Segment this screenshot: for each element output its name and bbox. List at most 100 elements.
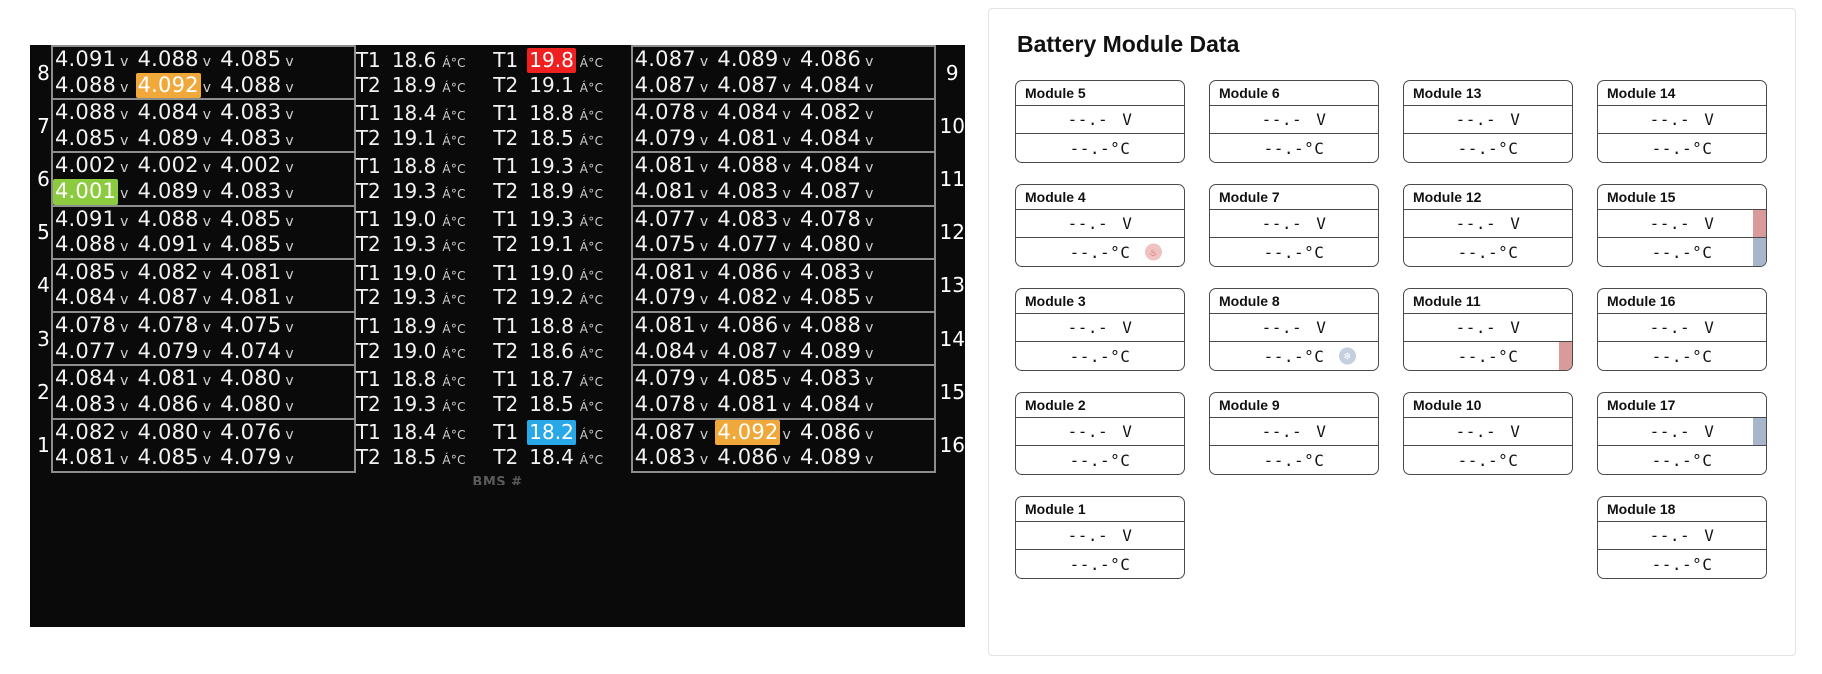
temp-unit: Á°C bbox=[579, 109, 604, 124]
module-card[interactable]: Module 10--.-V--.-°C bbox=[1403, 392, 1573, 475]
module-card[interactable]: Module 8--.-V--.-°C❄ bbox=[1209, 288, 1379, 371]
module-temp-value: --.- bbox=[1457, 242, 1499, 262]
cell-voltage-value: 4.085 bbox=[55, 125, 117, 150]
module-temp-unit: °C bbox=[1110, 242, 1131, 262]
voltage-unit: v bbox=[865, 132, 874, 149]
module-temp-row: --.-°C bbox=[1404, 342, 1572, 370]
module-temp-value: --.- bbox=[1651, 346, 1693, 366]
voltage-unit: v bbox=[699, 160, 709, 177]
module-card[interactable]: Module 12--.-V--.-°C bbox=[1403, 184, 1573, 267]
temp-unit: Á°C bbox=[579, 321, 604, 336]
module-card[interactable]: Module 13--.-V--.-°C bbox=[1403, 80, 1573, 163]
cell-voltage-value: 4.087 bbox=[634, 419, 696, 444]
cell-voltage-value: 4.092 bbox=[135, 72, 201, 99]
module-voltage-unit: V bbox=[1122, 422, 1133, 441]
module-temp-value: --.- bbox=[1651, 450, 1693, 470]
module-title: Module 12 bbox=[1404, 185, 1572, 210]
row-number-right: 16 bbox=[939, 433, 965, 458]
temp-sensor-label: T2 bbox=[493, 445, 519, 470]
module-card[interactable]: Module 1--.-V--.-°C bbox=[1015, 496, 1185, 579]
module-temp-unit: °C bbox=[1692, 450, 1713, 470]
module-card[interactable]: Module 11--.-V--.-°C bbox=[1403, 288, 1573, 371]
cell-voltage-value: 4.080 bbox=[799, 232, 862, 257]
module-temp-value: --.- bbox=[1069, 450, 1111, 470]
temp-sensor-label: T1 bbox=[493, 367, 519, 392]
voltage-unit: v bbox=[699, 79, 709, 96]
temp-unit: Á°C bbox=[442, 240, 466, 255]
cell-voltage-value: 4.086 bbox=[137, 391, 199, 416]
module-card[interactable]: Module 3--.-V--.-°C bbox=[1015, 288, 1185, 371]
module-card[interactable]: Module 4--.-V--.-°C♨ bbox=[1015, 184, 1185, 267]
voltage-unit: v bbox=[782, 79, 791, 96]
cell-voltage-value: 4.087 bbox=[137, 285, 199, 310]
cell-voltage-value: 4.088 bbox=[717, 153, 779, 178]
module-temp-row: --.-°C bbox=[1598, 342, 1766, 370]
module-card[interactable]: Module 2--.-V--.-°C bbox=[1015, 392, 1185, 475]
cell-voltage-value: 4.083 bbox=[717, 179, 779, 204]
module-title: Module 8 bbox=[1210, 289, 1378, 314]
temp-value: 18.6 bbox=[391, 47, 437, 72]
cell-voltage-value: 4.085 bbox=[717, 366, 779, 391]
cell-voltage-value: 4.080 bbox=[220, 366, 282, 391]
module-card[interactable]: Module 18--.-V--.-°C bbox=[1597, 496, 1767, 579]
temp-sensor-label: T2 bbox=[355, 445, 381, 470]
module-card[interactable]: Module 7--.-V--.-°C bbox=[1209, 184, 1379, 267]
module-card[interactable]: Module 6--.-V--.-°C bbox=[1209, 80, 1379, 163]
temp-unit: Á°C bbox=[579, 453, 604, 468]
module-voltage-row: --.-V bbox=[1598, 210, 1766, 238]
module-card[interactable]: Module 17--.-V--.-°C bbox=[1597, 392, 1767, 475]
module-card[interactable]: Module 16--.-V--.-°C bbox=[1597, 288, 1767, 371]
cell-voltage-value: 4.078 bbox=[55, 313, 117, 338]
temp-sensor-label: T1 bbox=[493, 207, 519, 232]
temp-unit: Á°C bbox=[442, 346, 466, 361]
module-card-slot: Module 8--.-V--.-°C❄ bbox=[1209, 288, 1379, 376]
temp-value: 18.4 bbox=[391, 420, 437, 445]
row-number-left: 6 bbox=[37, 167, 50, 192]
temp-unit: Á°C bbox=[442, 293, 466, 308]
module-card[interactable]: Module 5--.-V--.-°C bbox=[1015, 80, 1185, 163]
cell-voltage-value: 4.086 bbox=[717, 313, 779, 338]
module-card-slot: Module 17--.-V--.-°C bbox=[1597, 392, 1767, 480]
cell-voltage-value: 4.088 bbox=[55, 72, 117, 97]
module-voltage-value: --.- bbox=[1067, 214, 1109, 233]
temp-sensor-label: T1 bbox=[355, 207, 381, 232]
temp-value: 19.1 bbox=[391, 125, 437, 150]
cell-voltage-value: 4.091 bbox=[55, 47, 117, 71]
module-card[interactable]: Module 14--.-V--.-°C bbox=[1597, 80, 1767, 163]
cell-voltage-value: 4.092 bbox=[715, 419, 781, 446]
module-voltage-value: --.- bbox=[1067, 318, 1109, 337]
module-card[interactable]: Module 9--.-V--.-°C bbox=[1209, 392, 1379, 475]
module-card[interactable]: Module 15--.-V--.-°C bbox=[1597, 184, 1767, 267]
module-title: Module 10 bbox=[1404, 393, 1572, 418]
voltage-unit: v bbox=[202, 266, 212, 283]
